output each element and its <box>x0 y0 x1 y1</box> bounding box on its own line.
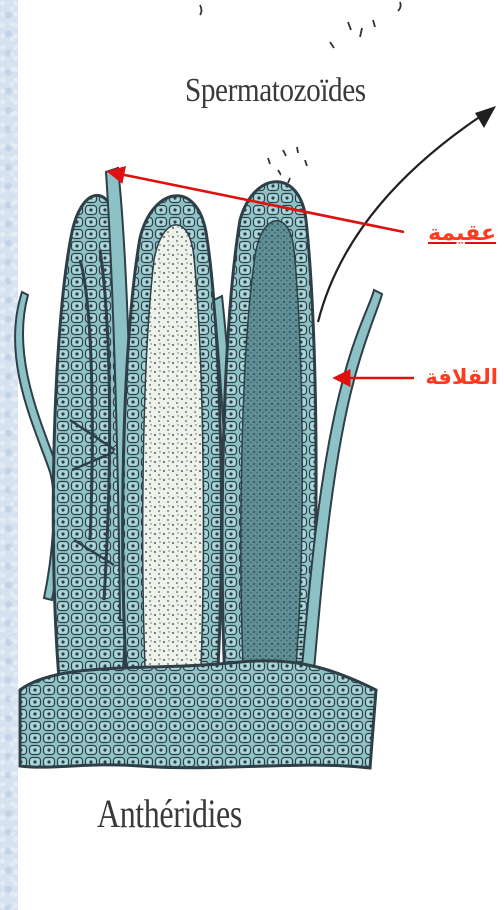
antheridia-label: Anthéridies <box>97 790 242 837</box>
sterile-cells-annotation: عقيمة <box>428 221 496 246</box>
paraphysis-annotation: القلافة <box>425 365 498 389</box>
spermatozoids-label: Spermatozoïdes <box>185 72 366 110</box>
release-arrowhead <box>475 106 496 128</box>
basal-tissue <box>20 661 376 768</box>
